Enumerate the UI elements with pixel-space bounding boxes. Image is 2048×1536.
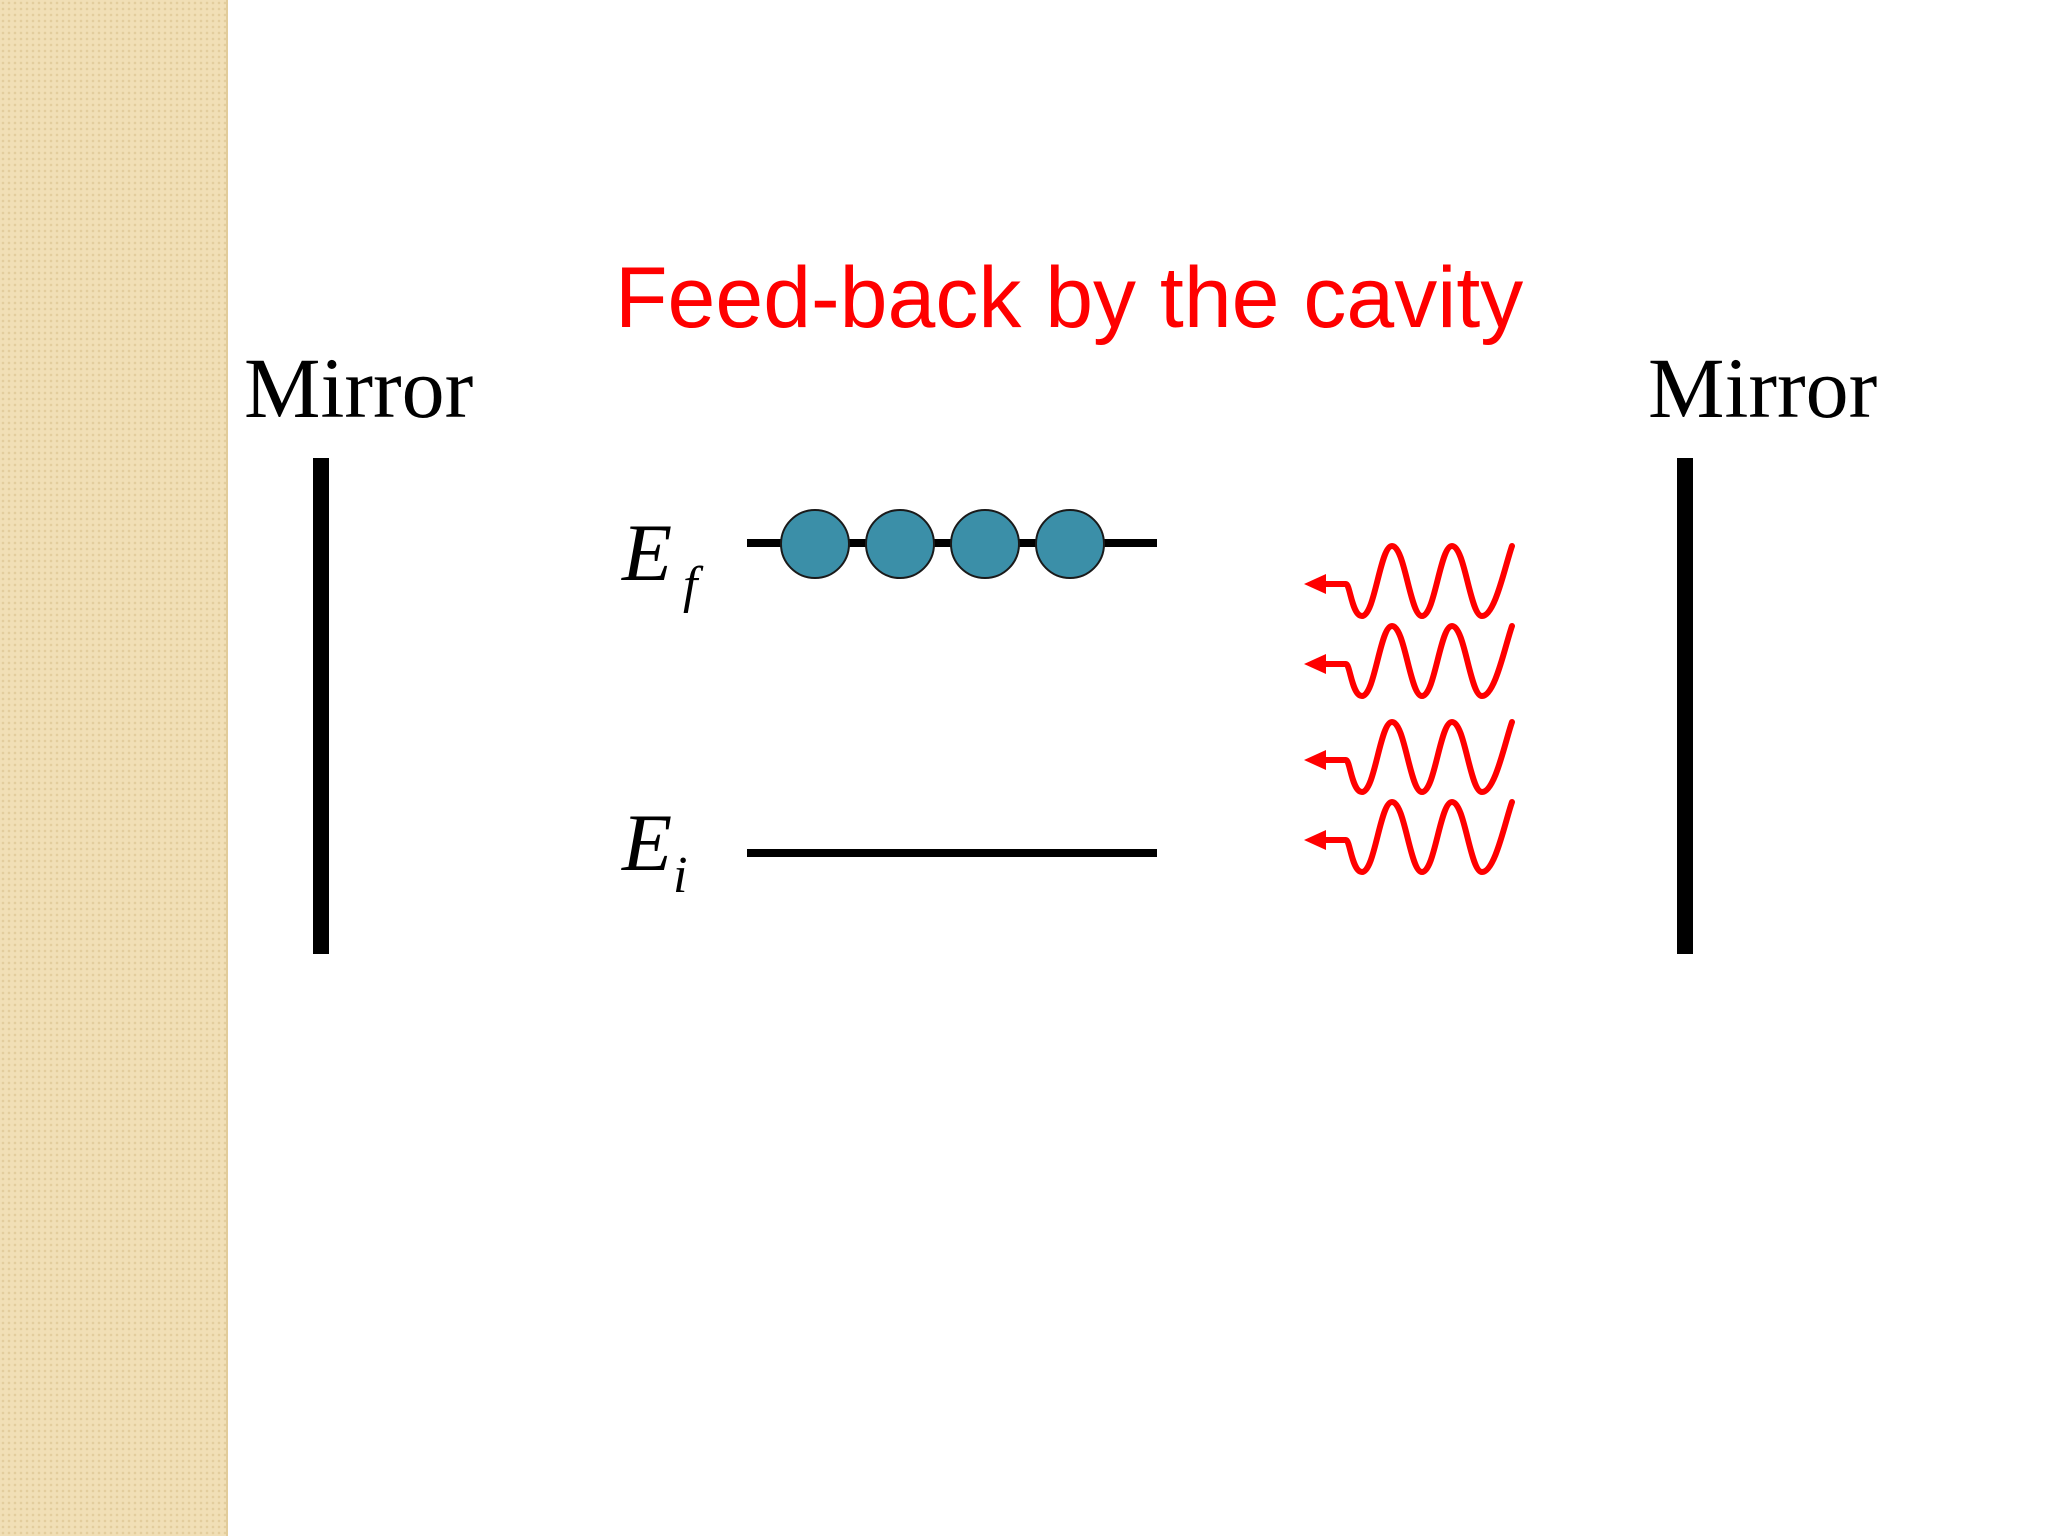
upper-level-subscript: f <box>683 557 704 614</box>
left-mirror-label: Mirror <box>244 340 474 436</box>
atom <box>865 509 935 579</box>
upper-level-label: E f <box>621 507 704 614</box>
lower-level-subscript: i <box>673 847 687 904</box>
lower-level-symbol: E <box>621 797 672 888</box>
photon-wave-arrow <box>1304 722 1512 792</box>
decorative-side-panel <box>0 0 228 1536</box>
atom <box>780 509 850 579</box>
atom <box>950 509 1020 579</box>
right-mirror <box>1677 458 1693 954</box>
lower-level-label: E i <box>621 797 687 904</box>
excited-atoms <box>780 509 1105 579</box>
photon-wave-arrow <box>1304 802 1512 872</box>
slide-title: Feed-back by the cavity <box>615 250 1524 346</box>
left-mirror <box>313 458 329 954</box>
right-mirror-label: Mirror <box>1648 340 1878 436</box>
atom <box>1035 509 1105 579</box>
photons <box>1304 546 1512 872</box>
photon-wave-arrow <box>1304 546 1512 616</box>
photon-wave-arrow <box>1304 626 1512 696</box>
upper-level-symbol: E <box>621 507 672 598</box>
